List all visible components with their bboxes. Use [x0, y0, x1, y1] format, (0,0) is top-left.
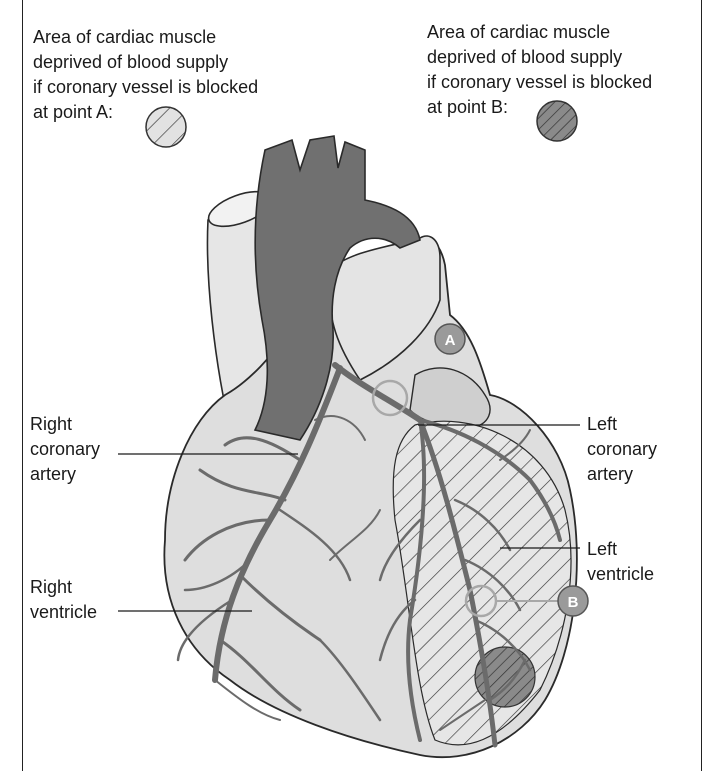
point-b-label: B — [568, 594, 579, 611]
label-left-ventricle: Left ventricle — [587, 539, 654, 584]
legend-a-line-1: Area of cardiac muscle — [33, 27, 216, 47]
label-lca-line-3: artery — [587, 464, 633, 484]
legend-a: Area of cardiac muscle deprived of blood… — [33, 27, 258, 147]
legend-b-line-2: deprived of blood supply — [427, 47, 622, 67]
label-rca-line-1: Right — [30, 414, 72, 434]
label-rv-line-2: ventricle — [30, 602, 97, 622]
legend-b-line-4: at point B: — [427, 97, 508, 117]
point-a-label: A — [445, 332, 456, 349]
label-lca-line-1: Left — [587, 414, 617, 434]
label-rca-line-3: artery — [30, 464, 76, 484]
legend-a-swatch-hatch — [146, 107, 186, 147]
legend-a-line-2: deprived of blood supply — [33, 52, 228, 72]
label-rv-line-1: Right — [30, 577, 72, 597]
heart — [164, 136, 580, 760]
point-a-badge: A — [435, 324, 465, 354]
legend-a-line-3: if coronary vessel is blocked — [33, 77, 258, 97]
label-right-ventricle: Right ventricle — [30, 577, 97, 622]
legend-b-line-3: if coronary vessel is blocked — [427, 72, 652, 92]
label-left-coronary-artery: Left coronary artery — [587, 414, 657, 484]
label-rca-line-2: coronary — [30, 439, 100, 459]
point-b-badge: B — [558, 586, 588, 616]
legend-b: Area of cardiac muscle deprived of blood… — [427, 22, 652, 141]
label-right-coronary-artery: Right coronary artery — [30, 414, 100, 484]
legend-b-swatch — [537, 101, 577, 141]
label-lv-line-2: ventricle — [587, 564, 654, 584]
label-lv-line-1: Left — [587, 539, 617, 559]
label-lca-line-2: coronary — [587, 439, 657, 459]
legend-a-line-4: at point A: — [33, 102, 113, 122]
legend-b-line-1: Area of cardiac muscle — [427, 22, 610, 42]
